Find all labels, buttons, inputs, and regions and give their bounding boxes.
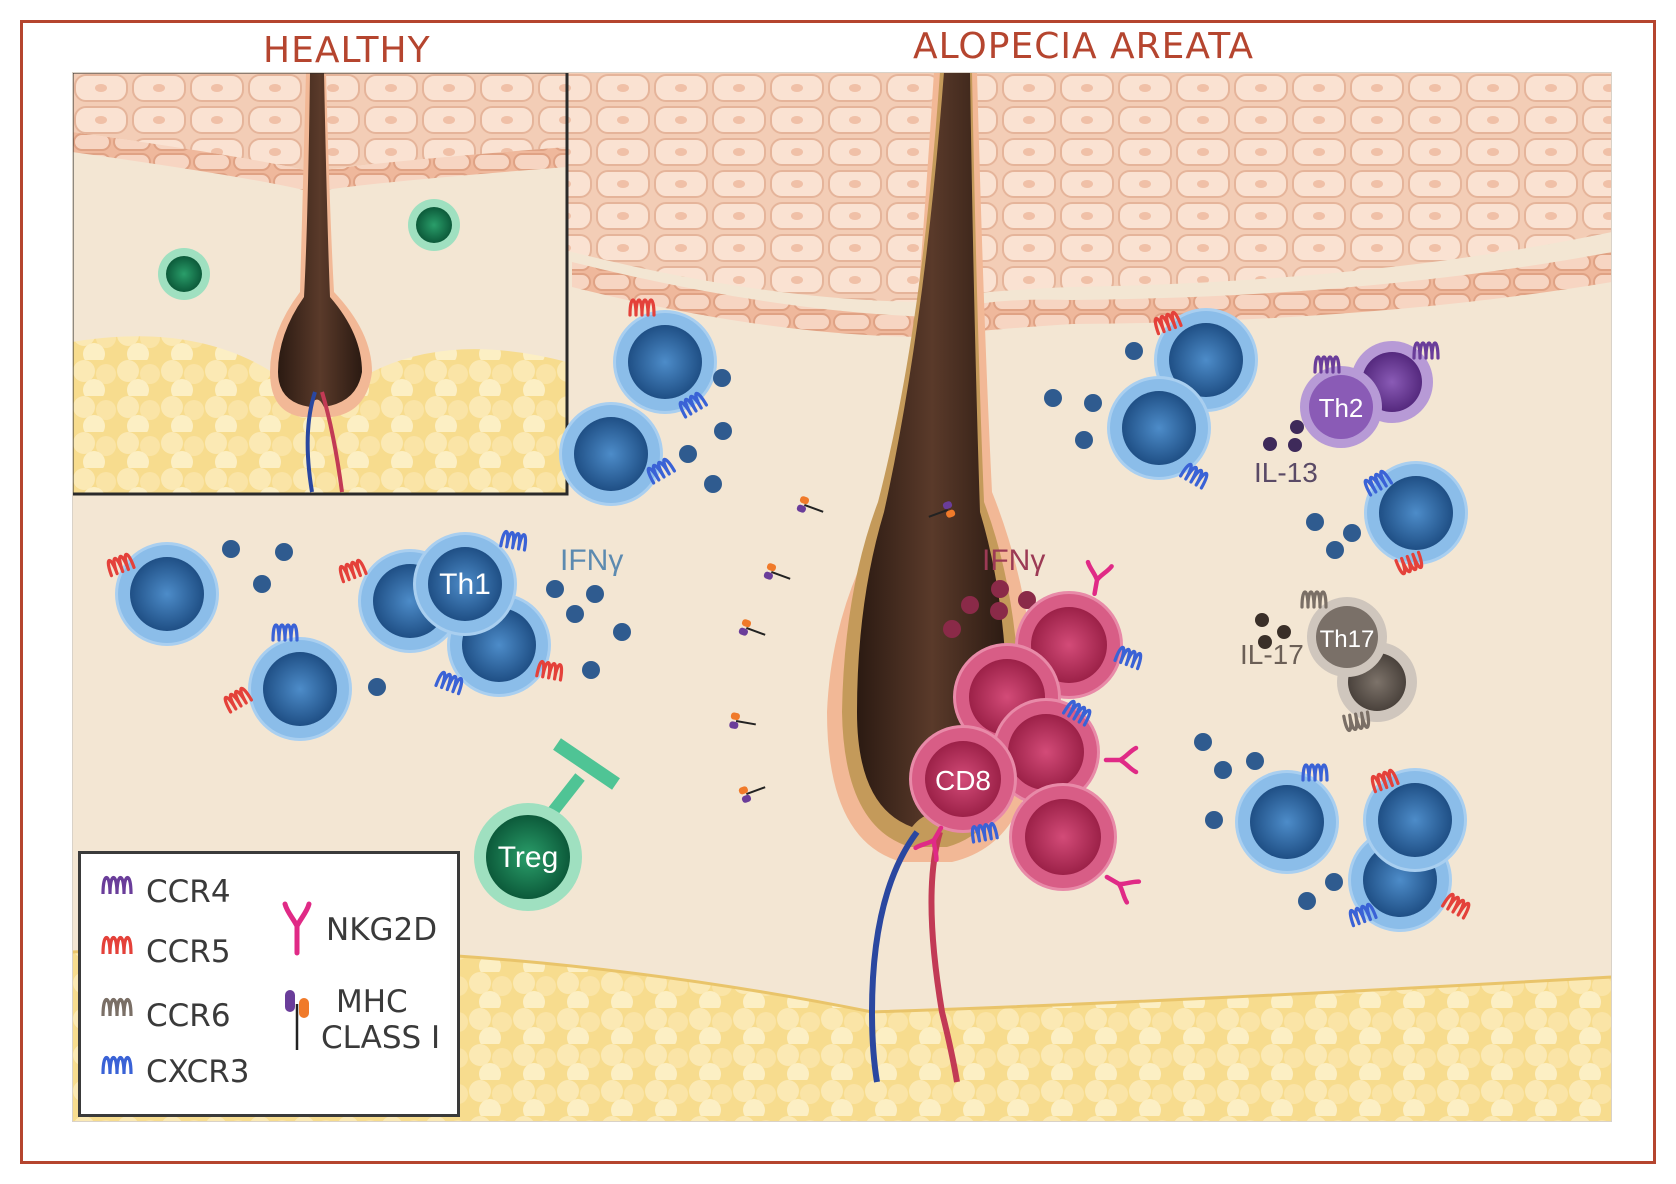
th2-label: Th2 xyxy=(1319,393,1364,423)
ifn-gamma-dots-left xyxy=(222,369,732,696)
healthy-title: HEALTHY xyxy=(263,30,431,71)
th1-cell: Th1 xyxy=(413,529,529,636)
cxcr3-icon xyxy=(101,1055,133,1075)
th17-cell: Th17 xyxy=(1300,590,1417,733)
cd8-label: CD8 xyxy=(935,765,991,796)
ifn-gamma-label-right: IFNγ xyxy=(982,544,1045,577)
healthy-inset xyxy=(72,72,569,496)
treg-cell: Treg xyxy=(474,738,620,911)
cd8-cell: CD8 xyxy=(909,725,1017,860)
il-13-dots xyxy=(1263,420,1304,452)
cytokine-dots-right xyxy=(1044,342,1361,910)
blood-vessel-blue xyxy=(868,830,920,1083)
legend: CCR4 CCR5 CCR6 CXCR3 NKG2D MHC CLASS I xyxy=(78,851,460,1117)
th2-cell: Th2 xyxy=(1300,341,1440,448)
basal-layer xyxy=(572,252,1612,337)
hair-shaft xyxy=(857,72,1007,827)
alopecia-areata-title: ALOPECIA AREATA xyxy=(913,26,1255,67)
nkg2d-legend-label: NKG2D xyxy=(326,912,438,948)
ifn-gamma-dots-right xyxy=(943,580,1036,638)
mhc-class-i-icon xyxy=(285,990,309,1050)
il-17-label: IL-17 xyxy=(1240,639,1304,670)
il-13-label: IL-13 xyxy=(1254,457,1318,488)
ccr4-legend-label: CCR4 xyxy=(146,874,231,910)
il-17-dots xyxy=(1255,613,1291,649)
ccr6-legend-label: CCR6 xyxy=(146,998,231,1034)
ccr4-icon xyxy=(101,875,133,895)
t-cell xyxy=(1363,767,1467,872)
blood-vessel-red xyxy=(928,831,960,1083)
treg-label: Treg xyxy=(498,841,559,874)
ccr6-icon xyxy=(101,997,133,1017)
th1-label: Th1 xyxy=(439,568,491,601)
th17-label: Th17 xyxy=(1320,626,1375,653)
mhc-legend-label-line1: MHC xyxy=(336,984,408,1020)
ccr5-icon xyxy=(101,935,133,955)
ccr5-legend-label: CCR5 xyxy=(146,934,231,970)
ifn-gamma-label-left: IFNγ xyxy=(560,544,623,577)
mhc-legend-label-line2: CLASS I xyxy=(321,1020,441,1056)
cxcr3-legend-label: CXCR3 xyxy=(146,1054,250,1090)
nkg2d-icon xyxy=(282,901,312,956)
figure-frame xyxy=(20,20,1656,1164)
